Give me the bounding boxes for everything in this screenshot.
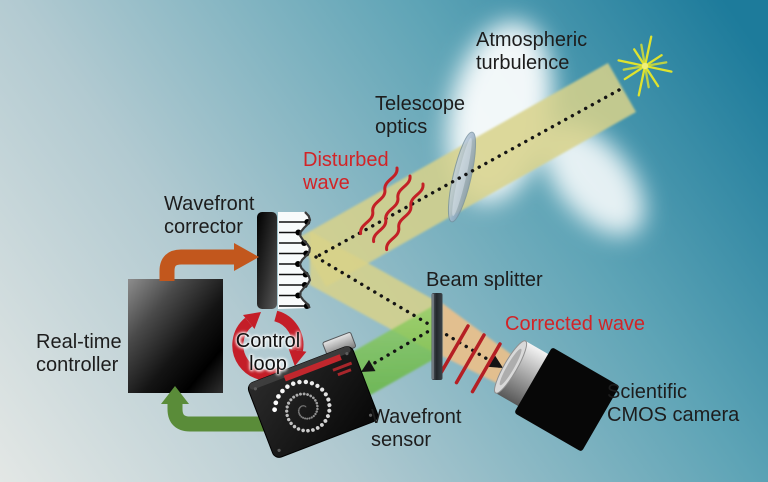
real-time-controller-label: Real-time controller xyxy=(36,331,122,376)
telescope-lens xyxy=(447,131,477,223)
camera-lens-barrel xyxy=(495,341,550,407)
control-loop-label: Control loop xyxy=(235,330,301,375)
axis-to-camera xyxy=(314,255,501,368)
feedback-arrow-green xyxy=(161,386,302,432)
wavefront-corrector-label: Wavefront corrector xyxy=(164,193,255,238)
axis-arrowhead-sensor xyxy=(361,359,376,372)
beam-splitter-label: Beam splitter xyxy=(426,269,543,291)
atmospheric-turbulence-label: Atmospheric turbulence xyxy=(476,29,588,74)
wavefront-sensor-label: Wavefront sensor xyxy=(371,406,462,451)
beam-splitter-device xyxy=(431,293,443,380)
star-icon xyxy=(617,35,673,97)
real-time-controller-box xyxy=(128,279,223,393)
cmos-camera-device xyxy=(494,340,619,451)
corrector-actuators xyxy=(278,211,312,309)
disturbed-wave-lines xyxy=(359,166,425,252)
scientific-cmos-camera-label: Scientific CMOS camera xyxy=(607,381,740,426)
corrected-wave-lines xyxy=(438,324,502,394)
command-arrow-orange xyxy=(159,243,259,281)
corrector-bar xyxy=(257,212,277,309)
telescope-optics-label: Telescope optics xyxy=(375,93,466,138)
axis-arrowhead-camera xyxy=(488,355,503,368)
axis-to-sensor xyxy=(364,326,436,370)
disturbed-wave-label: Disturbed wave xyxy=(303,149,389,194)
optical-axis-dotted-lines xyxy=(314,88,621,370)
wavefront-sensor-device xyxy=(247,332,379,458)
camera-body xyxy=(515,348,619,451)
sensor-red-stripe xyxy=(283,354,342,382)
corrected-wave-label: Corrected wave xyxy=(505,313,646,335)
wavefront-corrector-device xyxy=(257,211,312,309)
sensor-spot-spiral xyxy=(272,379,332,433)
